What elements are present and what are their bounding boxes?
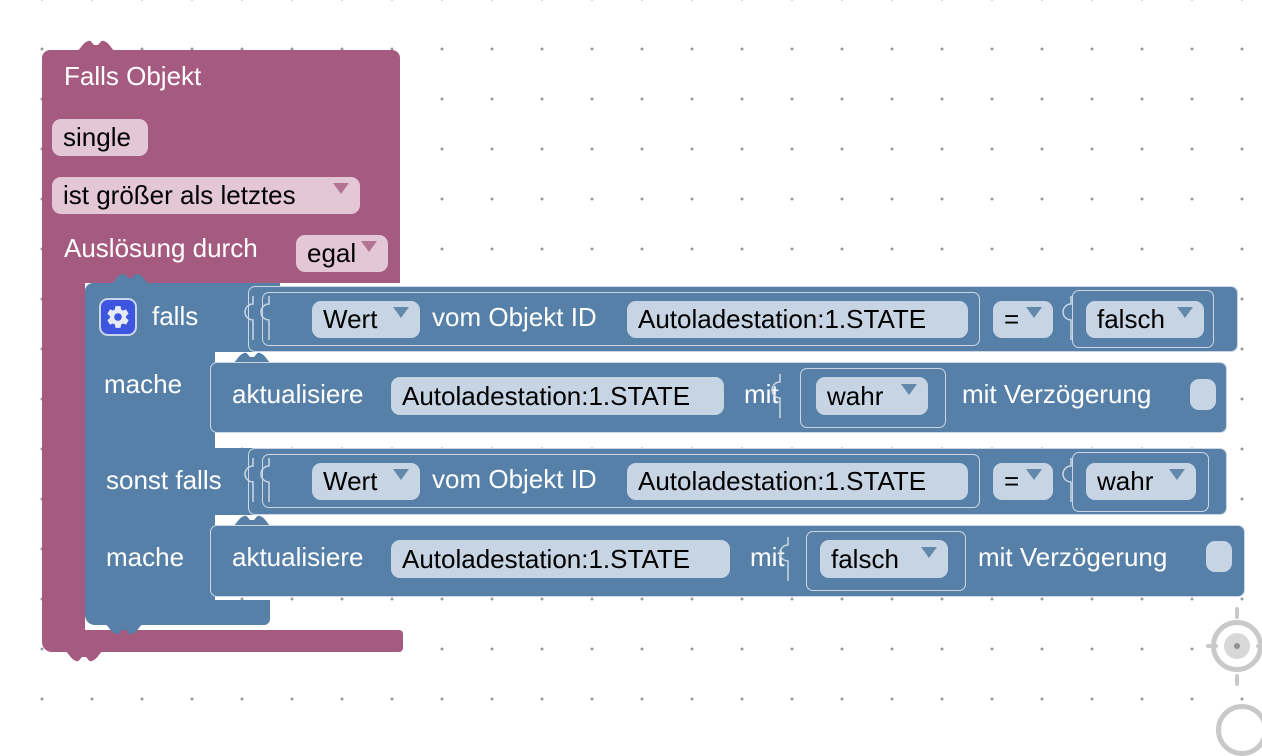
dropdown-arrow-icon bbox=[393, 307, 409, 318]
block-top-notch bbox=[110, 273, 150, 284]
logic-value-dropdown[interactable]: wahr bbox=[1086, 463, 1196, 500]
value-socket-icon bbox=[244, 296, 270, 340]
trigger-by-label: Auslösung durch bbox=[64, 233, 258, 263]
logic-value-text: falsch bbox=[1097, 304, 1165, 334]
trigger-edge-text: egal bbox=[307, 238, 357, 268]
zoom-circle-icon[interactable] bbox=[1216, 704, 1262, 756]
object-id-field[interactable]: Autoladestation:1.STATE bbox=[391, 377, 724, 415]
dropdown-arrow-icon bbox=[1177, 307, 1193, 318]
object-id-text: Autoladestation:1.STATE bbox=[638, 466, 927, 496]
block-top-notch bbox=[232, 515, 272, 526]
block-bottom-tab bbox=[104, 624, 144, 635]
object-id-field[interactable]: Autoladestation:1.STATE bbox=[627, 463, 968, 500]
of-object-label: vom Objekt ID bbox=[432, 302, 597, 332]
logic-value-dropdown[interactable]: falsch bbox=[820, 540, 948, 578]
delay-checkbox[interactable] bbox=[1190, 379, 1216, 410]
object-id-text: Autoladestation:1.STATE bbox=[402, 380, 691, 411]
logic-value-text: wahr bbox=[827, 380, 884, 411]
value-socket-icon bbox=[244, 458, 270, 502]
logic-value-block[interactable] bbox=[806, 531, 966, 591]
operator-text: = bbox=[1004, 466, 1020, 496]
if-keyword: falls bbox=[152, 301, 199, 331]
dropdown-arrow-icon bbox=[1026, 469, 1042, 480]
center-view-button[interactable] bbox=[1206, 605, 1262, 687]
trigger-block-bottom-arm[interactable] bbox=[42, 630, 403, 652]
delay-checkbox[interactable] bbox=[1206, 541, 1232, 572]
logic-value-dropdown[interactable]: wahr bbox=[816, 377, 928, 415]
value-type-text: Wert bbox=[323, 304, 378, 334]
logic-value-block[interactable] bbox=[1072, 290, 1214, 348]
logic-value-block[interactable] bbox=[1072, 452, 1209, 512]
object-id-field[interactable]: Autoladestation:1.STATE bbox=[627, 301, 968, 338]
crosshair-dot-icon bbox=[1234, 643, 1240, 649]
trigger-title: Falls Objekt bbox=[64, 61, 202, 91]
dropdown-arrow-icon bbox=[333, 183, 349, 194]
operator-text: = bbox=[1004, 304, 1020, 334]
gear-icon bbox=[107, 306, 129, 328]
elseif-keyword: sonst falls bbox=[106, 465, 222, 495]
object-id-text: Autoladestation:1.STATE bbox=[638, 304, 927, 334]
dropdown-arrow-icon bbox=[361, 241, 377, 252]
crosshair-ring-icon bbox=[1211, 620, 1262, 672]
mutator-gear-button[interactable] bbox=[99, 298, 137, 336]
block-bottom-tab bbox=[64, 651, 104, 662]
dropdown-arrow-icon bbox=[1169, 469, 1185, 480]
dropdown-arrow-icon bbox=[921, 546, 937, 558]
value-socket-icon bbox=[1062, 458, 1072, 502]
trigger-edge-dropdown[interactable]: egal bbox=[296, 235, 388, 272]
object-name-text: single bbox=[63, 122, 131, 152]
logic-value-text: wahr bbox=[1097, 466, 1154, 496]
value-type-dropdown[interactable]: Wert bbox=[312, 463, 420, 500]
set-value-block[interactable] bbox=[210, 525, 1245, 597]
with-label: mit bbox=[750, 542, 785, 572]
logic-value-dropdown[interactable]: falsch bbox=[1086, 301, 1204, 338]
dropdown-arrow-icon bbox=[1026, 307, 1042, 318]
block-top-notch bbox=[232, 352, 272, 363]
value-type-text: Wert bbox=[323, 466, 378, 496]
trigger-condition-dropdown[interactable]: ist größer als letztes bbox=[52, 177, 360, 214]
logic-value-block[interactable] bbox=[800, 368, 946, 428]
trigger-block-left-arm[interactable] bbox=[42, 283, 85, 630]
delay-label: mit Verzögerung bbox=[962, 379, 1152, 409]
if-block-bottom-arm[interactable] bbox=[215, 600, 270, 625]
block-top-notch bbox=[76, 40, 116, 51]
update-verb-label: aktualisiere bbox=[232, 379, 364, 409]
update-verb-label: aktualisiere bbox=[232, 542, 364, 572]
get-value-block[interactable] bbox=[262, 454, 980, 508]
operator-dropdown[interactable]: = bbox=[993, 301, 1053, 338]
value-socket-icon bbox=[1062, 296, 1072, 340]
trigger-condition-text: ist größer als letztes bbox=[63, 180, 296, 210]
value-type-dropdown[interactable]: Wert bbox=[312, 301, 420, 338]
of-object-label: vom Objekt ID bbox=[432, 464, 597, 494]
operator-dropdown[interactable]: = bbox=[993, 463, 1053, 500]
do-keyword: mache bbox=[104, 369, 183, 399]
crosshair-icon bbox=[1235, 674, 1239, 686]
value-socket-icon bbox=[779, 537, 789, 581]
dropdown-arrow-icon bbox=[393, 469, 409, 480]
object-id-field[interactable]: Autoladestation:1.STATE bbox=[391, 540, 730, 578]
crosshair-icon bbox=[1235, 607, 1239, 619]
do-keyword: mache bbox=[106, 542, 185, 572]
dropdown-arrow-icon bbox=[901, 383, 917, 395]
delay-label: mit Verzögerung bbox=[978, 542, 1168, 572]
get-value-block[interactable] bbox=[262, 292, 980, 346]
object-name-field[interactable]: single bbox=[52, 119, 148, 156]
logic-value-text: falsch bbox=[831, 543, 899, 574]
if-block-body[interactable] bbox=[85, 283, 215, 625]
object-id-text: Autoladestation:1.STATE bbox=[402, 543, 691, 574]
value-socket-icon bbox=[771, 374, 781, 418]
